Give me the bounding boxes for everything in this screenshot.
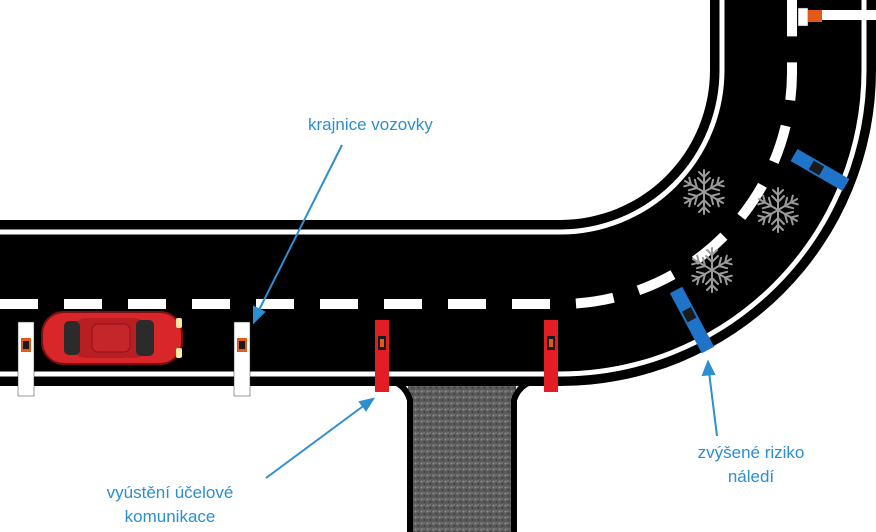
reflector-post-icon: [17, 321, 35, 397]
ice-risk-text-line2: náledí: [727, 467, 775, 486]
edge-line-top: [0, 0, 725, 235]
edge-marker-top-right: [800, 10, 876, 20]
road-edge-label: krajnice vozovky: [308, 113, 433, 137]
car-icon: [41, 311, 183, 365]
reflector-post-icon: [233, 321, 251, 397]
reflector-post-icon: [790, 148, 850, 192]
reflector-post-icon: [375, 320, 389, 392]
service-road-text-line1: vyústění účelové: [106, 483, 234, 502]
main-road: [0, 0, 876, 386]
reflector-post-icon: [544, 320, 558, 392]
reflector-post-icon: [797, 7, 822, 27]
road-edge-text: krajnice vozovky: [308, 115, 433, 134]
ice-risk-label: zvýšené riziko náledí: [688, 441, 814, 489]
center-line: [0, 0, 792, 304]
callout-arrows: [253, 144, 718, 479]
edge-line-bottom: [0, 0, 864, 374]
reflector-post-icon: [669, 286, 715, 354]
service-road-label: vyústění účelové komunikace: [94, 481, 246, 529]
service-road-curb-right: [511, 375, 549, 532]
ice-risk-text-line1: zvýšené riziko: [697, 443, 805, 462]
service-road-curb-left: [379, 375, 413, 532]
service-road: [408, 360, 516, 532]
service-road-text-line2: komunikace: [124, 507, 216, 526]
